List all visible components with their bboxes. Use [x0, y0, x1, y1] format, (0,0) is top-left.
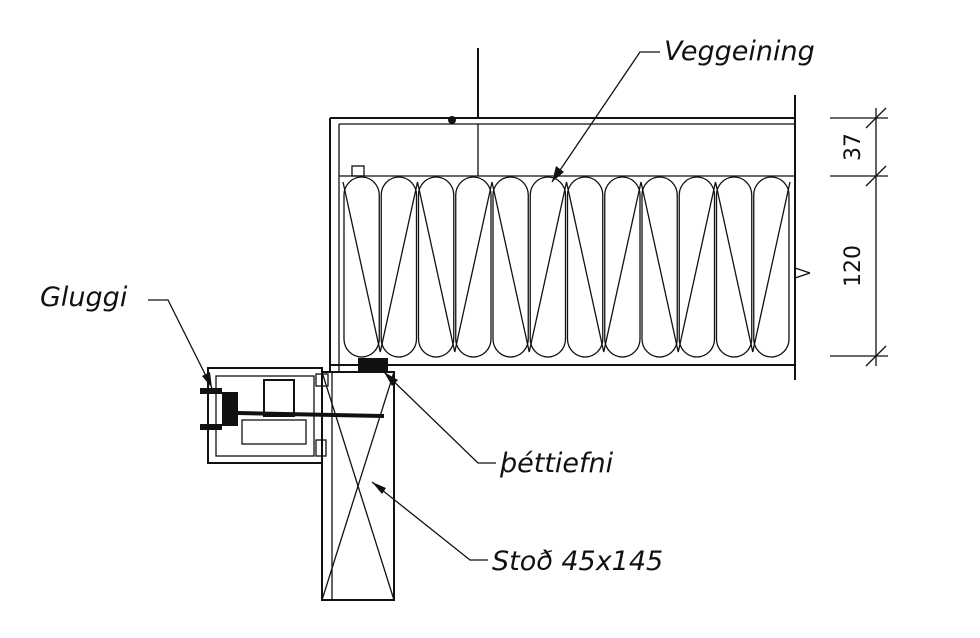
post-45x145 [321, 371, 395, 601]
dimension-120: 120 [841, 245, 866, 287]
leaders [148, 51, 660, 561]
insulation-lobe [455, 176, 492, 358]
insulation-lobe [380, 176, 418, 358]
dimension-37: 37 [841, 133, 866, 161]
label-thettiefni: þéttiefni [499, 448, 614, 479]
insulation-lobe [343, 176, 380, 358]
label-stod: Stoð 45x145 [492, 546, 663, 577]
insulation-lobe [715, 176, 753, 358]
insulation-lobe [641, 176, 678, 358]
sealant-block [358, 358, 388, 373]
dimension-lines: 37 120 [830, 107, 888, 367]
window-profile [200, 367, 385, 464]
fastener-icon [448, 116, 456, 124]
wall-panel [329, 48, 811, 380]
insulation-zigzag [342, 181, 791, 353]
insulation-lobe [753, 176, 790, 358]
insulation-lobe [678, 176, 716, 358]
bolt-icon [351, 165, 365, 177]
insulation-lobe [529, 176, 567, 358]
insulation-lobe [492, 176, 529, 358]
insulation-lobe [566, 176, 604, 358]
insulation-batts [342, 176, 791, 358]
label-gluggi: Gluggi [40, 282, 128, 313]
label-veggeining: Veggeining [664, 36, 815, 67]
insulation-lobe [417, 176, 455, 358]
insulation-lobe [604, 176, 641, 358]
